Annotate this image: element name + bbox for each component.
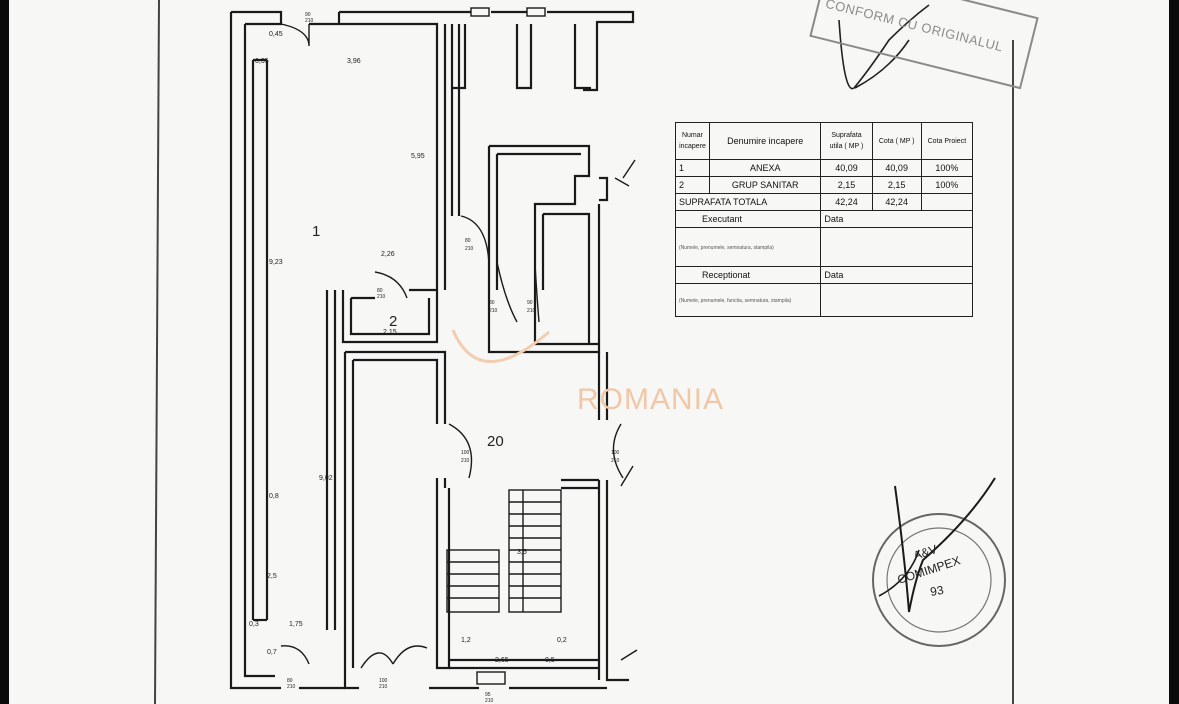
svg-text:210: 210 <box>527 308 536 314</box>
svg-text:100: 100 <box>461 450 470 456</box>
svg-text:100: 100 <box>379 678 388 684</box>
svg-text:0,45: 0,45 <box>269 31 283 38</box>
svg-text:1,75: 1,75 <box>289 621 303 628</box>
signature-top <box>838 4 930 90</box>
svg-text:210: 210 <box>461 458 470 464</box>
table-row: 1 ANEXA 40,09 40,09 100% <box>675 159 974 177</box>
header-surface: Suprafata utila ( MP ) <box>820 122 873 160</box>
stairs <box>446 7 562 685</box>
table-received-signature-row: (Numele, prenumele, functia, semnatura, … <box>674 283 973 317</box>
conform-stamp-text: CONFORM CU ORIGINALUL <box>824 0 1005 55</box>
svg-text:80: 80 <box>287 678 293 684</box>
svg-text:95: 95 <box>485 692 491 698</box>
watermark-text: ROMANIA <box>577 383 725 416</box>
plan-walls <box>229 10 635 690</box>
svg-text:80: 80 <box>465 238 471 244</box>
dimension-labels: 0,45 0,35 3,96 5,95 2,26 9,23 2,15 9,02 … <box>249 31 567 664</box>
table-executed-signature-row: (Numele, prenumele, semnatura, stampila) <box>674 227 973 267</box>
svg-text:0,7: 0,7 <box>267 649 277 656</box>
svg-text:90: 90 <box>305 12 311 18</box>
document-sheet: 0,45 0,35 3,96 5,95 2,26 9,23 2,15 9,02 … <box>9 0 1169 704</box>
table-row: 2 GRUP SANITAR 2,15 2,15 100% <box>675 176 974 194</box>
svg-text:90: 90 <box>527 300 533 306</box>
svg-text:210: 210 <box>485 698 494 704</box>
svg-text:210: 210 <box>377 294 386 300</box>
svg-text:100: 100 <box>611 450 620 456</box>
round-stamp <box>872 477 1006 647</box>
svg-text:210: 210 <box>305 18 314 24</box>
svg-text:A&V: A&V <box>912 542 939 563</box>
svg-text:3,96: 3,96 <box>347 58 361 65</box>
header-share: Cota ( MP ) <box>871 122 922 160</box>
room-table: Numar incapere Denumire incapere Suprafa… <box>674 122 974 317</box>
svg-text:0,2: 0,2 <box>557 637 567 644</box>
svg-text:210: 210 <box>489 308 498 314</box>
svg-text:210: 210 <box>287 684 296 690</box>
svg-text:0,5: 0,5 <box>545 657 555 664</box>
svg-text:210: 210 <box>611 458 620 464</box>
svg-text:0,35: 0,35 <box>255 58 269 65</box>
header-name: Denumire incapere <box>708 122 822 160</box>
watermark-arc <box>451 329 550 363</box>
svg-text:210: 210 <box>465 246 474 252</box>
door-swings <box>280 23 638 669</box>
svg-text:9,02: 9,02 <box>319 475 333 482</box>
table-received-row: Receptionat Data <box>674 266 973 284</box>
svg-text:0,3: 0,3 <box>249 621 259 628</box>
svg-text:2,5: 2,5 <box>267 573 277 580</box>
header-nr: Numar incapere <box>675 122 710 160</box>
svg-text:80: 80 <box>489 300 495 306</box>
svg-text:1,2: 1,2 <box>461 637 471 644</box>
table-executed-row: Executant Data <box>674 210 973 228</box>
svg-text:93: 93 <box>929 583 945 599</box>
room-labels: 1 2 20 <box>312 223 504 450</box>
svg-text:5,95: 5,95 <box>411 153 425 160</box>
svg-text:3,5: 3,5 <box>517 549 527 556</box>
svg-text:2,15: 2,15 <box>383 329 397 336</box>
table-total-row: SUPRAFATA TOTALA 42,24 42,24 <box>674 193 974 211</box>
svg-text:9,23: 9,23 <box>269 259 283 266</box>
floor-plan: 0,45 0,35 3,96 5,95 2,26 9,23 2,15 9,02 … <box>154 0 1014 704</box>
room-label-20: 20 <box>487 433 504 450</box>
svg-text:2,26: 2,26 <box>381 251 395 258</box>
header-pct: Cota Proiect <box>920 122 974 160</box>
room-label-2: 2 <box>389 313 397 330</box>
table-header-row: Numar incapere Denumire incapere Suprafa… <box>675 122 974 160</box>
round-stamp-text: A&V COMIMPEX 93 <box>896 542 962 599</box>
svg-text:210: 210 <box>379 684 388 690</box>
svg-text:2,65: 2,65 <box>495 657 509 664</box>
room-label-1: 1 <box>312 223 320 240</box>
svg-text:80: 80 <box>377 288 383 294</box>
svg-text:0,8: 0,8 <box>269 493 279 500</box>
